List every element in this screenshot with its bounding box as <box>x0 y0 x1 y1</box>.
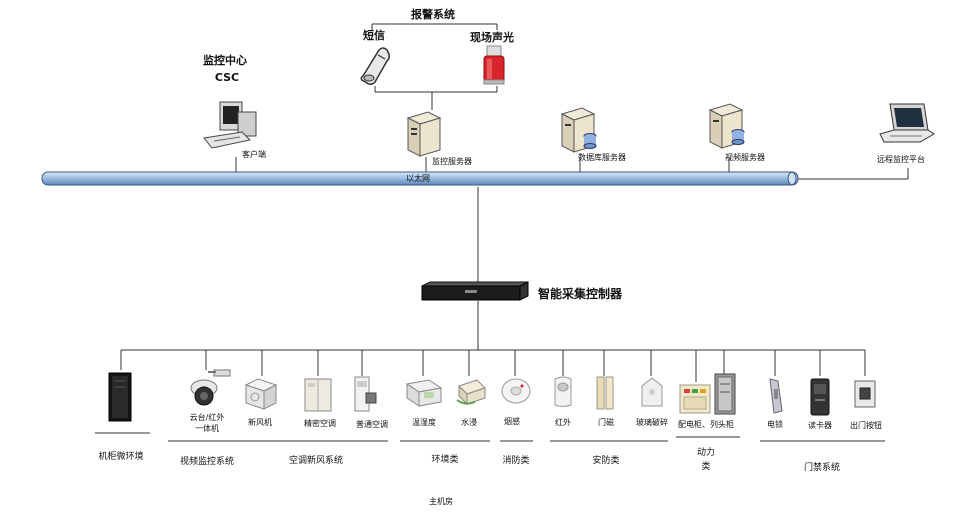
controller-label: 智能采集控制器 <box>538 287 623 301</box>
glass-break-sensor-icon <box>641 377 663 407</box>
alarm-system-title: 报警系统 <box>411 8 455 21</box>
electric-lock-icon <box>769 378 783 414</box>
card-reader-icon <box>810 378 830 416</box>
ptz-label-line2: 一体机 <box>195 424 219 433</box>
monitoring-center-title: 监控中心 <box>203 54 247 67</box>
power-cabinet-label: 配电柜、列头柜 <box>678 420 734 429</box>
siren-label: 现场声光 <box>470 31 514 44</box>
temperature-humidity-sensor-icon <box>405 379 443 407</box>
exit-button-label: 出门按钮 <box>850 421 882 430</box>
machine-room-label: 主机房 <box>429 497 453 506</box>
controller-device-icon <box>421 281 529 301</box>
smoke-label: 烟感 <box>504 417 520 426</box>
video-system-label: 视频监控系统 <box>179 457 235 467</box>
card-reader-label: 读卡器 <box>808 421 832 430</box>
ethernet-label: 以太网 <box>406 174 430 183</box>
client-label: 客户端 <box>242 150 266 159</box>
power-group-label-line1: 动力 <box>696 448 716 458</box>
database-server-label: 数据库服务器 <box>578 153 626 162</box>
security-group-label: 安防类 <box>592 456 620 466</box>
precision-ac-icon <box>304 378 332 412</box>
exit-button-icon <box>854 380 876 408</box>
csc-label: CSC <box>214 71 240 84</box>
distribution-cabinet-icon <box>679 384 711 414</box>
column-head-cabinet-icon <box>714 373 736 415</box>
video-server-label: 视频服务器 <box>725 153 765 162</box>
sms-label: 短信 <box>363 29 385 42</box>
monitor-server-icon <box>406 111 442 157</box>
access-system-label: 门禁系统 <box>803 463 841 473</box>
laptop-icon <box>879 103 935 143</box>
door-magnet-label: 门磁 <box>598 418 614 427</box>
infrared-sensor-icon <box>554 376 572 407</box>
smoke-detector-icon <box>501 378 531 404</box>
cabinet-environment-label: 机柜微环境 <box>98 452 144 462</box>
water-leak-label: 水浸 <box>461 418 477 427</box>
siren-light-icon <box>483 45 505 85</box>
door-magnet-icon <box>596 376 614 410</box>
hvac-system-label: 空调新风系统 <box>288 456 344 466</box>
power-group-label-line2: 类 <box>701 462 711 472</box>
electric-lock-label: 电锁 <box>767 420 783 429</box>
mobile-phone-icon <box>360 47 390 86</box>
normal-ac-icon <box>354 376 377 412</box>
fire-group-label: 消防类 <box>502 456 530 466</box>
precision-ac-label: 精密空调 <box>304 419 336 428</box>
normal-ac-label: 普通空调 <box>356 420 388 429</box>
ptz-label-line1: 云台/红外 <box>189 413 225 422</box>
temp-humidity-label: 温湿度 <box>412 418 436 427</box>
database-server-icon <box>560 107 597 153</box>
fresh-air-unit-icon <box>244 378 278 410</box>
water-leak-sensor-icon <box>456 379 486 406</box>
client-computer-icon <box>203 101 257 149</box>
monitor-server-label: 监控服务器 <box>432 157 472 166</box>
ptz-camera-icon <box>190 369 231 406</box>
glass-break-label: 玻璃破碎 <box>636 418 668 427</box>
video-server-icon <box>708 103 745 149</box>
ethernet-bus <box>41 171 799 186</box>
server-rack-icon <box>108 372 132 422</box>
infrared-label: 红外 <box>555 418 571 427</box>
fresh-air-label: 新风机 <box>248 418 272 427</box>
remote-platform-label: 远程监控平台 <box>877 155 925 164</box>
environment-group-label: 环境类 <box>431 455 459 465</box>
